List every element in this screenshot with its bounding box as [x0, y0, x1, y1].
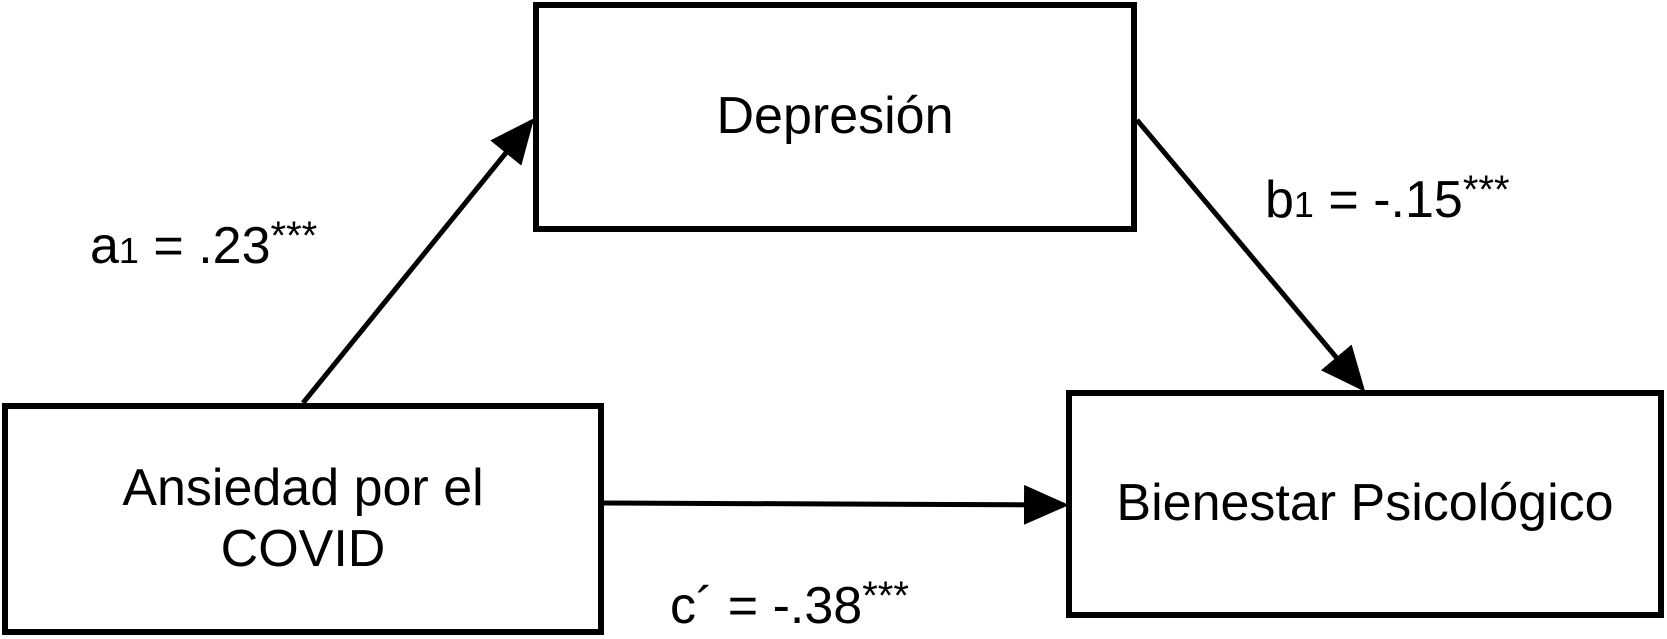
- path-a-significance: ***: [270, 214, 318, 258]
- path-c-prime-symbol: c´: [670, 577, 714, 635]
- predictor-label-line1: Ansiedad por el: [122, 458, 484, 517]
- path-b-value: -.15: [1373, 171, 1463, 229]
- path-b-coefficient: b1 = -.15***: [1265, 170, 1510, 229]
- path-b-significance: ***: [1462, 168, 1510, 212]
- path-a-equals: =: [138, 217, 199, 275]
- path-b-subscript: 1: [1293, 184, 1314, 225]
- path-a-value: .23: [198, 217, 271, 275]
- path-b-equals: =: [1313, 171, 1374, 229]
- outcome-box: Bienestar Psicológico: [1066, 390, 1664, 618]
- arrow-b-path: [1135, 118, 1366, 392]
- path-a-symbol: a: [90, 217, 119, 275]
- path-c-prime-value: -.38: [772, 577, 863, 635]
- predictor-label-line2: COVID: [220, 520, 386, 578]
- path-c-prime-coefficient: c´ = -.38***: [670, 576, 909, 635]
- path-c-prime-significance: ***: [862, 574, 909, 618]
- path-a-coefficient: a1 = .23***: [90, 216, 317, 275]
- predictor-box: Ansiedad por el COVID: [2, 403, 604, 635]
- path-b-symbol: b: [1265, 171, 1294, 229]
- predictor-label: Ansiedad por el COVID: [122, 458, 483, 581]
- mediator-box: Depresión: [533, 2, 1137, 232]
- path-a-subscript: 1: [118, 230, 139, 271]
- path-c-prime-equals: =: [713, 577, 773, 635]
- outcome-label: Bienestar Psicológico: [1116, 474, 1614, 533]
- mediator-label: Depresión: [716, 87, 954, 146]
- arrow-c-prime-path: [603, 484, 1069, 525]
- arrow-a-path: [301, 118, 535, 405]
